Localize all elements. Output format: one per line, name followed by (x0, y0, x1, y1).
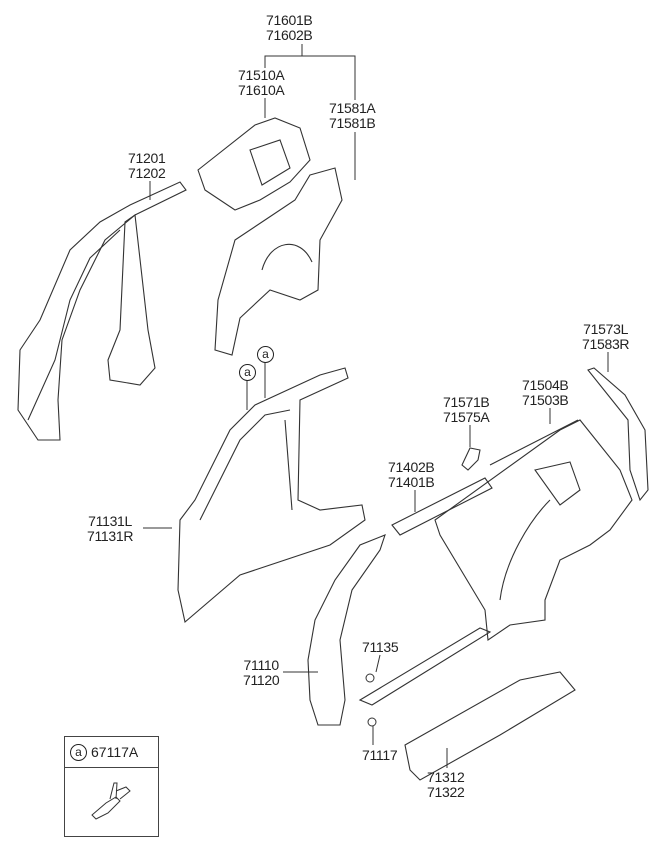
part-71581a-quarter-inner (214, 167, 343, 356)
clip-67117a-icon (91, 782, 131, 820)
part-71573l-rear-pillar (587, 367, 649, 502)
part-71135-clip (365, 673, 375, 683)
leader-lines (143, 44, 609, 768)
part-71201-a-pillar (17, 181, 187, 441)
callout-71135: 71135 (362, 639, 399, 655)
callout-71117: 71117 (362, 747, 398, 763)
legend-box: a 67117A (64, 736, 159, 837)
part-71571b-bracket (461, 447, 481, 471)
legend-part-number: 67117A (91, 744, 139, 760)
part-71312-side-sill (404, 671, 576, 781)
part-71504b-quarter-outer (358, 419, 633, 706)
legend-marker: a (70, 743, 87, 761)
part-71510a-quarter-inner-upper (197, 117, 311, 211)
part-71117-clip (367, 717, 377, 727)
part-71110-a-pillar-outer (307, 534, 386, 726)
ref-marker-a: a (239, 364, 256, 381)
part-71131-side-inner (177, 367, 366, 624)
ref-marker-a: a (257, 346, 274, 363)
part-71202-b-pillar (107, 214, 156, 386)
part-71402b-roof-rail (391, 477, 493, 536)
legend-header: a 67117A (65, 737, 158, 768)
